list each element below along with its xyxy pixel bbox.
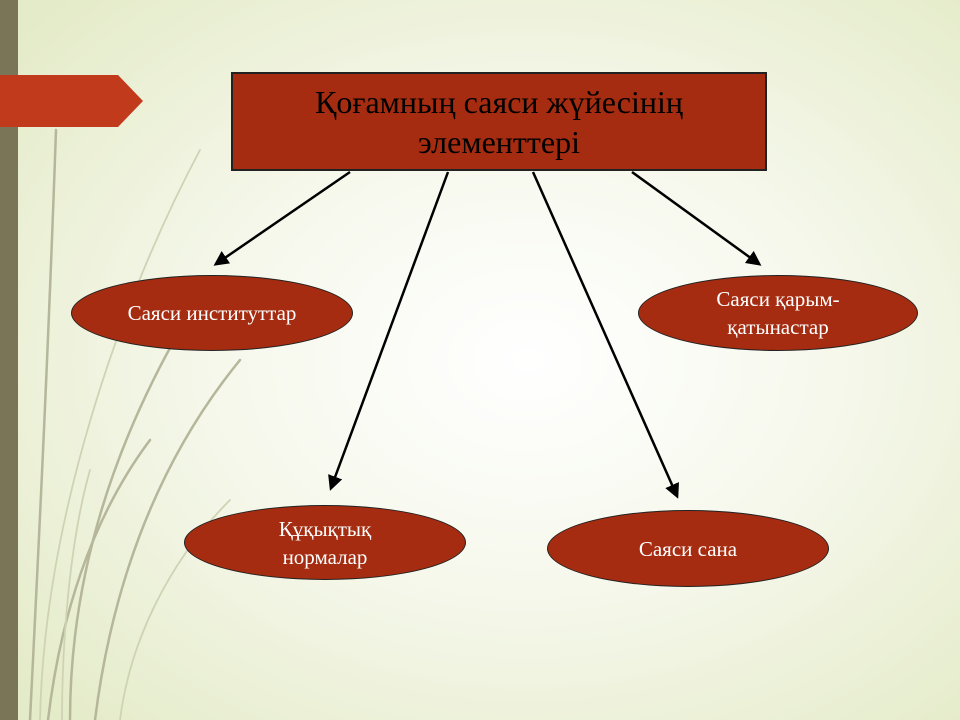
node-political-institutions: Саяси институттар (71, 275, 353, 351)
node-political-consciousness: Саяси сана (547, 510, 829, 587)
node-legal-norms: Құқықтық нормалар (184, 505, 466, 580)
node-label: Саяси институттар (127, 301, 297, 325)
node-political-relations: Саяси қарым-қатынастар (638, 275, 918, 351)
arrow-to-institutions (213, 170, 351, 266)
title-box: Қоғамның саяси жүйесінің элементтері (231, 72, 767, 171)
node-label: Құқықтық нормалар (278, 516, 372, 569)
slide-side-bar (0, 0, 18, 720)
arrow-to-consciousness (531, 171, 679, 499)
node-label: Саяси сана (638, 536, 738, 561)
node-label: Саяси қарым-қатынастар (716, 287, 840, 339)
title-text: Қоғамның саяси жүйесінің элементтері (315, 83, 683, 160)
arrow-to-norms (328, 171, 450, 491)
arrow-to-relations (631, 170, 762, 266)
